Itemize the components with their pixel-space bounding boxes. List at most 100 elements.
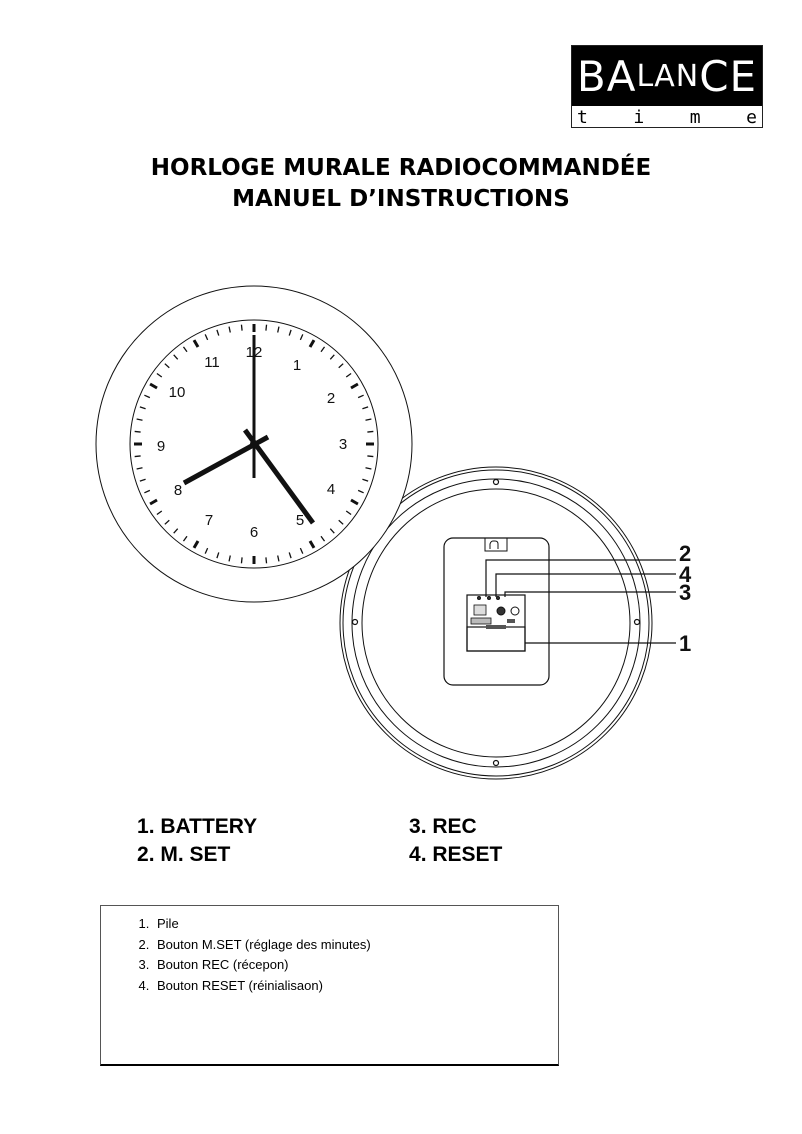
hand-pivot [250,440,258,448]
dial-tick [240,557,243,564]
dial-tick [134,455,141,458]
dial-tick [204,334,209,341]
logo-sub-letter: t [577,106,588,128]
dial-tick [149,498,158,506]
dial-tick [216,329,220,336]
dial-number-5: 5 [296,512,304,529]
dial-tick [365,418,372,421]
dial-tick [350,382,359,390]
dial-number-6: 6 [250,524,258,541]
legend-left: 1. BATTERY 2. M. SET [137,813,257,869]
dial-tick [367,455,374,458]
dial-tick [216,552,220,559]
dial-tick [362,406,369,410]
dial-tick [308,540,316,549]
dial-number-11: 11 [204,354,220,371]
dial-tick [329,354,335,360]
legend-item-mset: 2. M. SET [137,843,231,866]
dial-tick [320,535,326,542]
dial-tick [367,430,374,433]
logo-letter: N [675,58,700,94]
callout-leaders [485,559,676,644]
legend-item-rec: 3. REC [409,815,477,838]
dial-tick [265,324,268,331]
dial-number-9: 9 [157,438,165,455]
dial-number-7: 7 [205,512,213,529]
logo-letter: C [699,51,730,101]
legend-item-reset: 4. RESET [409,843,503,866]
logo-letter: L [636,58,655,94]
parts-list: Pile Bouton M.SET (réglage des minutes) … [101,914,558,996]
list-item: Bouton REC (récepon) [153,955,558,976]
dial-tick [350,498,359,506]
legend-item-battery: 1. BATTERY [137,815,258,838]
dial-tick [136,418,143,421]
logo-sub-letter: i [633,106,645,128]
dial-tick [345,510,352,516]
dial-tick [299,547,304,554]
dial-tick [288,329,292,336]
dial-number-3: 3 [339,436,347,453]
dial-tick [357,489,364,494]
dial-tick [299,334,304,341]
dial-tick [149,382,158,390]
dial-tick [139,478,146,482]
dial-tick [357,394,364,399]
dial-number-8: 8 [174,482,182,499]
callout-1: 1 [679,631,691,656]
dial-tick [182,346,188,353]
dial-tick [320,346,326,353]
dial-tick [362,478,369,482]
back-clock-illustration [339,466,653,780]
logo-letter: A [606,51,637,101]
dial-number-2: 2 [327,390,335,407]
dial-tick [134,430,141,433]
dial-tick [173,528,179,534]
list-item: Pile [153,914,558,935]
description-box: Pile Bouton M.SET (réglage des minutes) … [100,905,559,1066]
dial-tick [204,547,209,554]
title-line-2: MANUEL D’INSTRUCTIONS [232,186,570,212]
dial-tick [308,339,316,348]
callout-3: 3 [679,580,691,605]
dial-tick [338,363,344,369]
dial-tick [144,489,151,494]
dial-number-1: 1 [293,357,301,374]
logo-letter: B [576,51,607,101]
dial-tick [277,555,280,562]
dial-tick [156,372,163,378]
logo-sub-letter: m [689,106,701,128]
dial-number-4: 4 [327,481,335,498]
dial-tick [136,467,143,470]
logo-letter: A [654,58,676,94]
dial-tick [192,540,200,549]
dial-tick [338,519,344,525]
callout-2: 2 [679,541,691,566]
dial-tick [139,406,146,410]
dial-tick [345,372,352,378]
title-line-1: HORLOGE MURALE RADIOCOMMANDÉE [150,155,652,181]
dial-tick [265,557,268,564]
dial-tick [182,535,188,542]
callout-numbers: 2 4 3 1 [679,541,692,656]
logo-sub-letter: e [746,106,757,128]
legend-right: 3. REC 4. RESET [409,813,502,869]
logo-subtitle: t i m e [572,106,762,128]
dial-tick [240,324,243,331]
logo-letter: E [729,51,758,101]
dial-tick [288,552,292,559]
front-clock-illustration: 12 1 2 3 4 5 6 7 8 9 10 11 [95,285,413,603]
list-item: Bouton M.SET (réglage des minutes) [153,935,558,956]
dial-tick [365,467,372,470]
dial-number-10: 10 [169,384,186,401]
dial-tick [277,326,280,333]
dial-tick [164,363,170,369]
clock-diagram: 2 4 3 1 1 2 1 2 3 4 5 6 7 8 9 10 11 [95,285,692,780]
dial-ticks [134,324,374,564]
document-title: HORLOGE MURALE RADIOCOMMANDÉE MANUEL D’I… [0,153,802,215]
dial-tick [329,528,335,534]
dial-tick [156,510,163,516]
dial-tick [173,354,179,360]
list-item: Bouton RESET (réinialisaon) [153,976,558,997]
